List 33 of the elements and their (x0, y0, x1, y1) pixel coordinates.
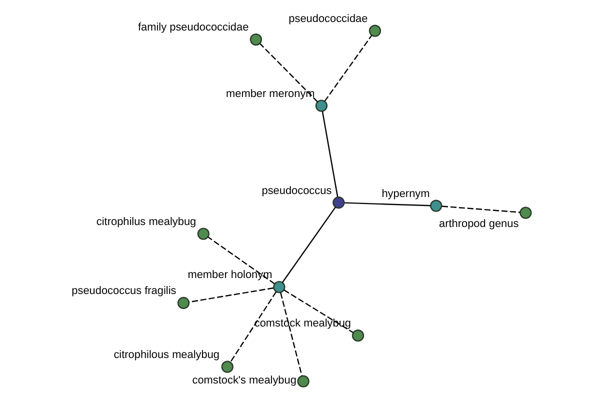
node-circle (176, 296, 190, 310)
connector (441, 206, 520, 213)
node-label: pseudococcus (261, 184, 332, 197)
connector (281, 206, 336, 283)
node-circle (196, 228, 209, 240)
node-label: citrophilous mealybug (113, 348, 220, 361)
node-circle (272, 280, 285, 294)
node-label: pseudococcidae (288, 12, 368, 25)
connector (280, 292, 302, 376)
node-circle (220, 360, 233, 373)
node-label: pseudococcus fragilis (71, 285, 176, 298)
node-circle (332, 196, 344, 209)
node-label: arthropod genus (438, 218, 518, 230)
connector (259, 43, 318, 102)
node-label: citrophilus mealybug (96, 216, 196, 228)
node-label: family pseudococcidae (138, 22, 248, 34)
node-circle (314, 100, 328, 112)
node-label: hypernym (381, 188, 430, 200)
connector (283, 289, 353, 334)
connector (229, 291, 276, 363)
node-circle (351, 330, 364, 342)
node-label: comstock's mealybug (192, 374, 296, 386)
node-circle (296, 375, 309, 388)
node-label: member meronym (226, 88, 314, 100)
node-circle (430, 200, 442, 212)
connector (344, 202, 430, 206)
connector (321, 111, 338, 197)
node-circle (519, 206, 532, 219)
node-circle (368, 24, 381, 37)
connector (207, 236, 275, 284)
node-circle (249, 33, 262, 46)
connector (188, 287, 274, 303)
connector (324, 35, 372, 102)
